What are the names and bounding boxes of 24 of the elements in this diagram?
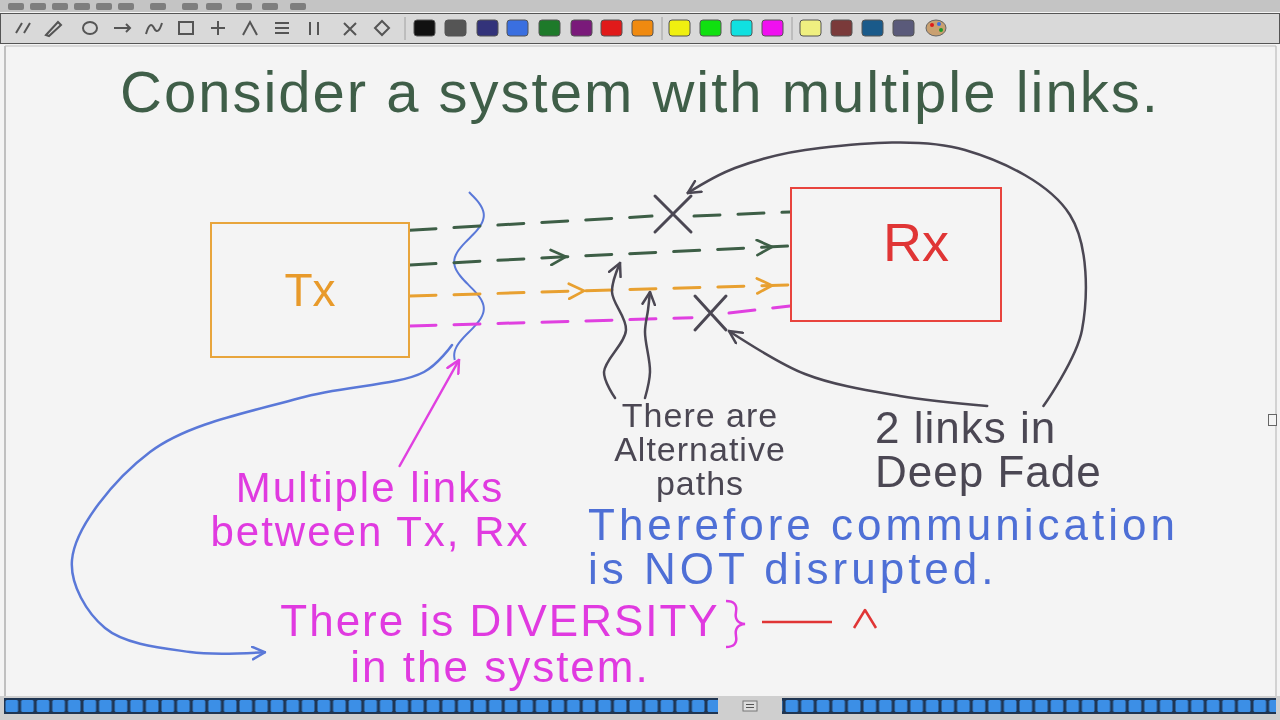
arrow — [398, 358, 461, 468]
note-text: Therefore communication is NOT disrupted. — [588, 503, 1180, 591]
signal-link — [408, 239, 792, 267]
receiver-label: Rx — [883, 212, 949, 273]
transmitter-label: Tx — [284, 264, 336, 316]
annotation-text: There are Alternative paths — [590, 398, 810, 500]
annotation-text: There is DIVERSITY in the system. — [265, 598, 735, 691]
cross-mark — [652, 193, 694, 235]
signal-link — [408, 214, 654, 232]
arrow — [727, 329, 989, 408]
annotation-text: 2 links in Deep Fade — [875, 406, 1120, 494]
arrow — [641, 290, 657, 400]
signal-link — [692, 210, 792, 218]
title: Consider a system with multiple links. — [120, 60, 1160, 124]
signal-link — [408, 277, 792, 300]
receiver-box — [790, 187, 1002, 322]
cross-mark — [692, 293, 729, 333]
signal-link — [727, 304, 792, 315]
arrow — [686, 141, 1088, 408]
annotation-text: Multiple links between Tx, Rx — [185, 466, 555, 555]
transmitter-box — [210, 222, 410, 358]
arrow — [70, 343, 454, 661]
signal-link — [408, 316, 694, 328]
arrow — [602, 261, 628, 400]
